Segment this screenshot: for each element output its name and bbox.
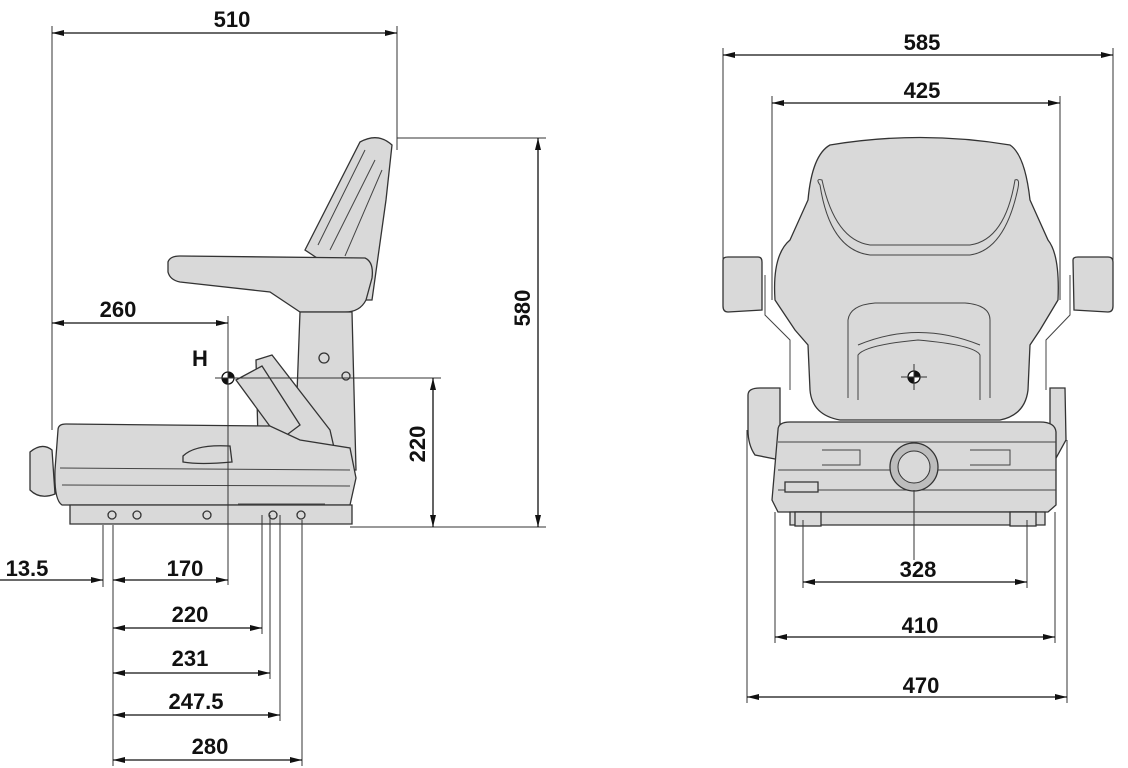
dim-rail-247-5: 247.5 <box>168 689 223 714</box>
h-point-marker-front <box>901 364 927 390</box>
dim-base-width: 410 <box>902 613 939 638</box>
armrest-side <box>167 255 373 313</box>
dim-rail-280: 280 <box>192 734 229 759</box>
backrest-lower-contour <box>847 302 991 400</box>
dim-overall-length: 510 <box>214 7 251 32</box>
front-view-seat <box>722 136 1114 527</box>
backrest-upper-contour <box>817 179 1020 256</box>
dim-offset-front: 13.5 <box>6 556 49 581</box>
h-point-label: H <box>192 346 208 371</box>
dim-h-point-height: 220 <box>405 426 430 463</box>
side-bracket-left <box>747 387 781 461</box>
side-view-dimensions <box>0 26 546 766</box>
dim-h-point-horizontal: 260 <box>100 297 137 322</box>
dim-rail-220: 220 <box>172 602 209 627</box>
front-handle <box>29 445 56 497</box>
dim-rail-231: 231 <box>172 646 209 671</box>
dim-rail-170: 170 <box>167 556 204 581</box>
dim-overall-height: 580 <box>510 290 535 327</box>
dim-seat-width: 470 <box>903 673 940 698</box>
base-front <box>789 511 1046 526</box>
dim-mount-spacing: 328 <box>900 557 937 582</box>
dim-overall-width-armrests: 585 <box>904 30 941 55</box>
side-view-seat <box>29 137 393 525</box>
front-view-dimensions <box>722 48 1114 703</box>
armrest-left <box>722 256 763 313</box>
backrest-front <box>773 136 1059 421</box>
seat-belt-buckle <box>235 365 301 441</box>
armrest-right <box>1072 256 1114 313</box>
dim-backrest-width: 425 <box>904 78 941 103</box>
